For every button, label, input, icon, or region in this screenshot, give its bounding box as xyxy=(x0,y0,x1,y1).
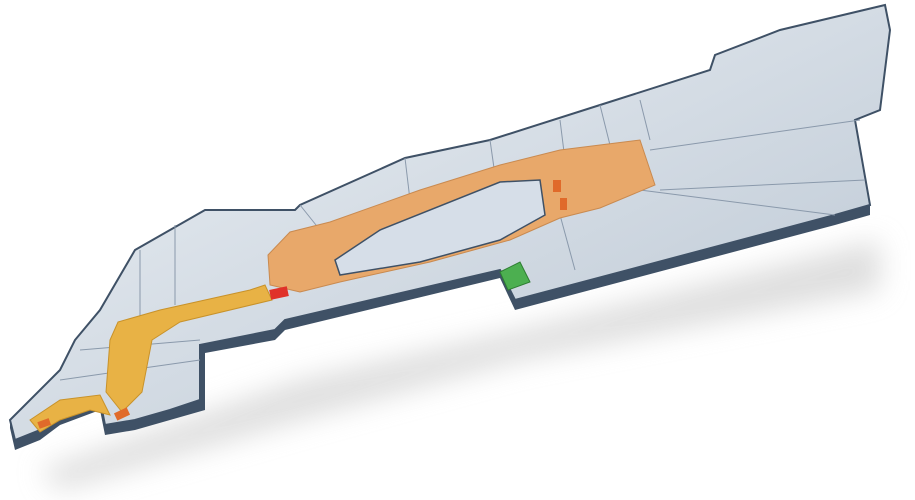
markers xyxy=(37,180,567,429)
marker-orange-3 xyxy=(113,407,131,421)
map-shadow xyxy=(40,240,880,490)
marker-orange-2 xyxy=(560,198,567,210)
marker-red xyxy=(269,286,289,300)
inner-building-block xyxy=(334,179,546,276)
marker-orange-1 xyxy=(553,180,561,192)
marker-green xyxy=(499,261,531,291)
marker-orange-4 xyxy=(37,418,52,429)
